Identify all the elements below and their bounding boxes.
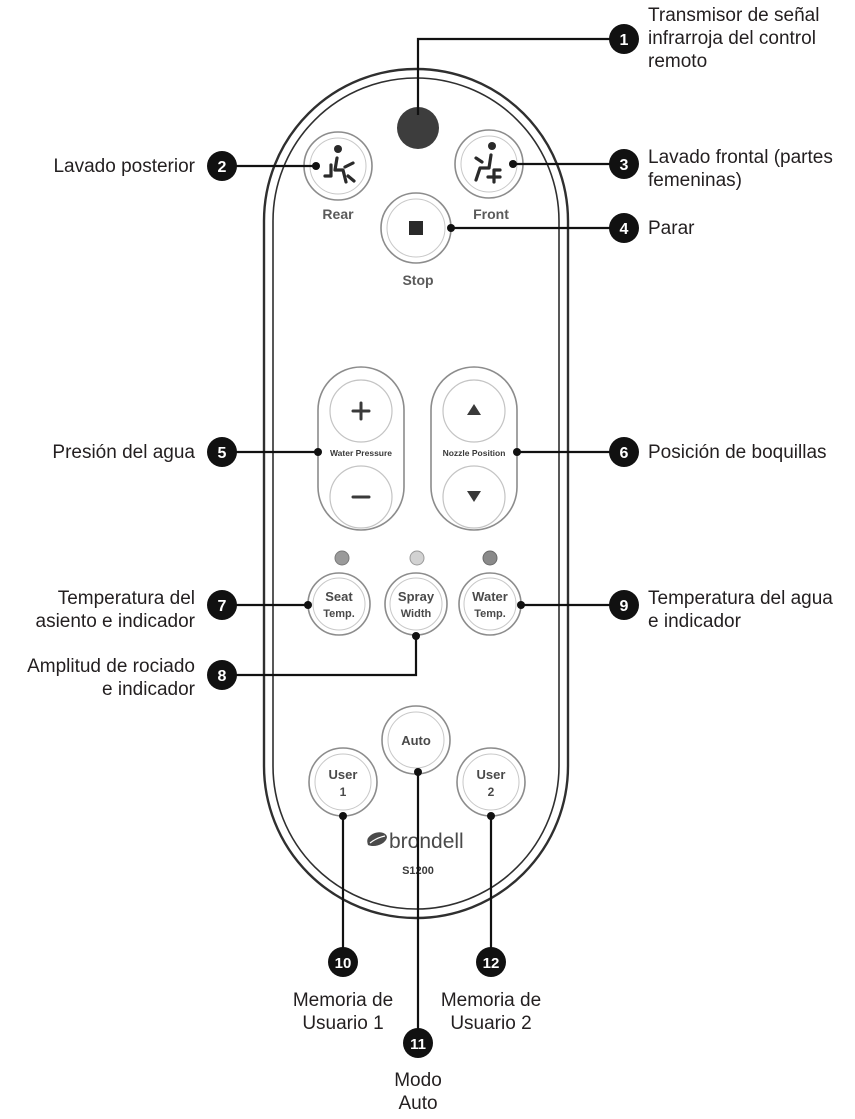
front-button-label: Front [473,206,509,222]
stop-icon [409,221,423,235]
user2-label-1: User [477,767,506,782]
callout-label-6: Posición de boquillas [648,442,827,463]
badge-3: 3 [609,149,639,179]
seat-temp-label-2: Temp. [323,608,355,620]
badge-10: 10 [328,947,358,977]
plus-icon [351,401,371,421]
leader-lines [222,37,624,1043]
callout-label-1: Transmisor de señal infrarroja del contr… [648,5,820,72]
svg-text:10: 10 [335,955,352,972]
callout-label-11: Modo Auto [394,1070,442,1114]
spray-width-label-2: Width [401,608,432,620]
triangle-down-icon [467,491,481,502]
front-wash-icon [474,142,502,184]
ir-sensor [397,107,439,149]
badge-11: 11 [403,1028,433,1058]
badge-2: 2 [207,151,237,181]
brand-name: brondell [389,830,464,853]
leader-endpoints [304,160,525,820]
remote-body [262,67,570,920]
callout-label-10: Memoria de Usuario 1 [292,990,394,1034]
spray-width-indicator [409,550,425,566]
svg-text:7: 7 [218,598,227,615]
callout-label-5: Presión del agua [52,442,195,463]
callout-label-9: Temperatura del agua e indicador [648,588,833,632]
spray-width-label-1: Spray [398,589,435,604]
seat-temp-button[interactable] [307,572,371,636]
badge-6: 6 [609,437,639,467]
badge-8: 8 [207,660,237,690]
user1-label-2: 1 [340,785,347,799]
callout-label-8: Amplitud de rociado e indicador [27,656,195,700]
badge-9: 9 [609,590,639,620]
brondell-leaf-icon [367,832,387,847]
user2-label-2: 2 [488,785,495,799]
nozzle-position-label: Nozzle Position [443,448,506,458]
callout-label-7: Temperatura del asiento e indicador [35,588,196,632]
svg-text:3: 3 [620,157,629,174]
callout-label-4: Parar [648,218,695,239]
seat-temp-indicator [334,550,350,566]
svg-text:12: 12 [483,955,500,972]
badge-4: 4 [609,213,639,243]
svg-text:8: 8 [218,668,227,685]
callout-label-2: Lavado posterior [53,156,195,177]
water-temp-label-2: Temp. [474,608,506,620]
auto-button-label: Auto [401,733,431,748]
svg-text:4: 4 [620,221,629,238]
stop-button-label: Stop [402,272,433,288]
user1-label-1: User [329,767,358,782]
user2-button[interactable] [456,747,526,817]
rear-wash-icon [323,145,356,184]
water-temp-button[interactable] [458,572,522,636]
spray-width-button[interactable] [384,572,448,636]
badge-1: 1 [609,24,639,54]
rear-button-label: Rear [322,206,354,222]
svg-text:6: 6 [620,445,629,462]
badge-7: 7 [207,590,237,620]
svg-text:5: 5 [218,445,227,462]
svg-text:9: 9 [620,598,629,615]
svg-text:11: 11 [410,1036,426,1053]
triangle-up-icon [467,404,481,415]
badge-12: 12 [476,947,506,977]
svg-text:1: 1 [620,32,629,49]
user1-button[interactable] [308,747,378,817]
water-pressure-label: Water Pressure [330,448,392,458]
water-temp-label-1: Water [472,589,508,604]
callout-label-12: Memoria de Usuario 2 [440,990,542,1034]
water-temp-indicator [482,550,498,566]
badge-5: 5 [207,437,237,467]
svg-text:2: 2 [218,159,227,176]
seat-temp-label-1: Seat [325,589,353,604]
rear-button[interactable] [303,131,373,201]
callout-label-3: Lavado frontal (partes femeninas) [648,147,833,191]
